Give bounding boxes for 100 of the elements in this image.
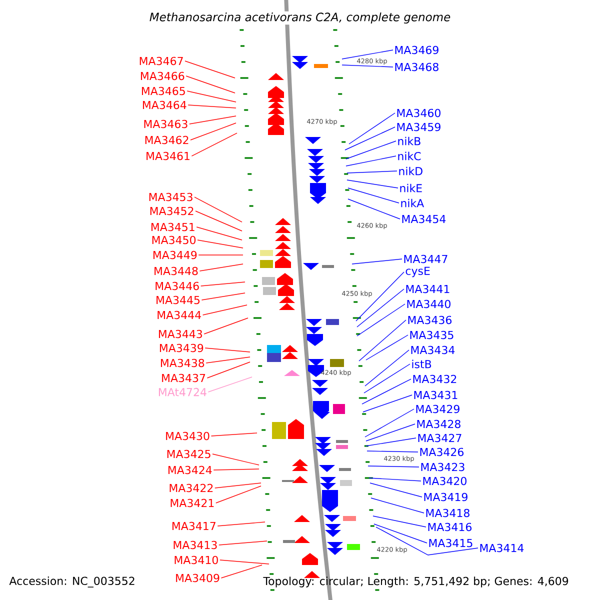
- leader-line: [210, 432, 258, 436]
- gene-label: MA3451: [151, 222, 194, 232]
- gene-label: MA3462: [145, 136, 188, 144]
- gene-label: MA3449: [153, 250, 197, 260]
- leader-line: [342, 64, 394, 68]
- gene-label: MA3463: [144, 120, 188, 128]
- leader-line: [195, 210, 242, 232]
- leader-line: [344, 126, 396, 150]
- gene-label: MA3423: [421, 462, 464, 472]
- leader-line: [368, 466, 420, 468]
- leader-line: [370, 482, 422, 498]
- leader-line: [196, 226, 242, 240]
- leader-line: [368, 478, 422, 482]
- accession-text: Accession: NC_003552: [9, 576, 134, 588]
- leader-line: [346, 140, 396, 160]
- gene-label: MA3432: [413, 374, 456, 384]
- leader-line: [201, 292, 246, 300]
- leader-line: [194, 196, 242, 222]
- leader-line: [188, 104, 236, 108]
- gene-label: MA3440: [407, 300, 450, 308]
- gene-label: MA3430: [166, 432, 210, 440]
- gene-label: MA3448: [154, 266, 198, 276]
- gene-label: nikA: [401, 198, 424, 208]
- leader-line: [366, 334, 408, 360]
- gene-label: MA3452: [150, 206, 194, 216]
- leader-line: [214, 482, 262, 488]
- leader-line: [216, 486, 262, 504]
- gene-label: MA3424: [168, 466, 212, 474]
- leader-line: [186, 90, 236, 102]
- leader-line: [358, 320, 406, 362]
- gene-label: nikE: [400, 184, 422, 192]
- leader-line: [189, 116, 236, 124]
- leader-line: [213, 468, 260, 470]
- gene-label: MA3453: [149, 192, 192, 202]
- genome-info-text: Topology: circular; Length: 5,751,492 bp; Genes: 4,609: [263, 576, 568, 588]
- leader-line: [212, 454, 260, 466]
- gene-label: MA3441: [406, 284, 450, 294]
- leader-line: [346, 180, 398, 188]
- leader-line: [366, 450, 418, 452]
- leader-line: [346, 170, 398, 174]
- gene-label: MA3419: [424, 492, 468, 502]
- gene-label: MA3421: [170, 498, 214, 508]
- leader-line: [352, 258, 402, 264]
- gene-label: MA3443: [158, 330, 202, 338]
- title: Methanosarcina acetivorans C2A, complete genome: [148, 11, 452, 25]
- gene-label: MA3437: [162, 374, 206, 382]
- gene-label: MAt4724: [158, 388, 206, 396]
- gene-label: MA3465: [142, 86, 185, 96]
- gene-label: MA3450: [152, 236, 196, 244]
- gene-label: MA3467: [140, 56, 183, 66]
- leader-line: [197, 240, 244, 248]
- leader-line: [348, 188, 400, 204]
- leader-line: [364, 350, 410, 386]
- gene-label: MA3414: [480, 544, 524, 552]
- gene-label: MA3422: [170, 484, 213, 492]
- leader-line: [362, 394, 412, 412]
- leader-line: [348, 198, 400, 220]
- gene-label: MA3427: [418, 434, 462, 442]
- gene-label: MA3439: [160, 344, 204, 352]
- gene-label: nikD: [399, 166, 422, 176]
- leader-line: [204, 318, 248, 334]
- leader-line: [356, 288, 404, 328]
- gene-label: MA3426: [420, 448, 464, 456]
- leader-line: [217, 522, 266, 526]
- leader-line: [199, 264, 244, 272]
- leader-line: [364, 364, 410, 394]
- leader-line: [220, 564, 262, 578]
- gene-label: cysE: [406, 266, 430, 278]
- leader-line: [208, 376, 252, 392]
- gene-label: MA3431: [414, 390, 458, 400]
- gene-label: istB: [412, 360, 432, 368]
- gene-label: MA3429: [416, 404, 460, 414]
- gene-label: MA3445: [156, 296, 200, 304]
- gene-label: nikB: [398, 136, 420, 146]
- gene-label: MA3415: [429, 538, 472, 548]
- gene-label: MA3447: [404, 254, 448, 264]
- gene-label: MA3469: [395, 46, 438, 54]
- gene-label: MA3417: [172, 522, 216, 530]
- gene-label: MA3461: [146, 152, 190, 160]
- gene-label: MA3464: [142, 100, 186, 110]
- leader-line: [191, 132, 238, 156]
- gene-label: MA3466: [140, 72, 184, 80]
- leader-line: [190, 122, 236, 140]
- gene-label: MA3436: [408, 316, 452, 324]
- gene-label: MA3446: [156, 282, 199, 290]
- leader-line: [370, 498, 424, 514]
- gene-label: MA3416: [428, 522, 472, 532]
- leader-line: [198, 254, 244, 256]
- leader-line: [184, 60, 236, 78]
- gene-label: nikC: [398, 152, 421, 160]
- gene-label: MA3420: [423, 476, 466, 486]
- leader-line: [220, 560, 270, 564]
- leader-line: [218, 540, 268, 546]
- leader-line: [372, 516, 426, 528]
- leader-line: [366, 424, 416, 442]
- gene-label: MA3454: [402, 214, 446, 224]
- leader-line: [376, 526, 478, 556]
- leader-line: [200, 282, 246, 286]
- leader-line: [202, 304, 248, 316]
- gene-label: MA3468: [395, 62, 438, 72]
